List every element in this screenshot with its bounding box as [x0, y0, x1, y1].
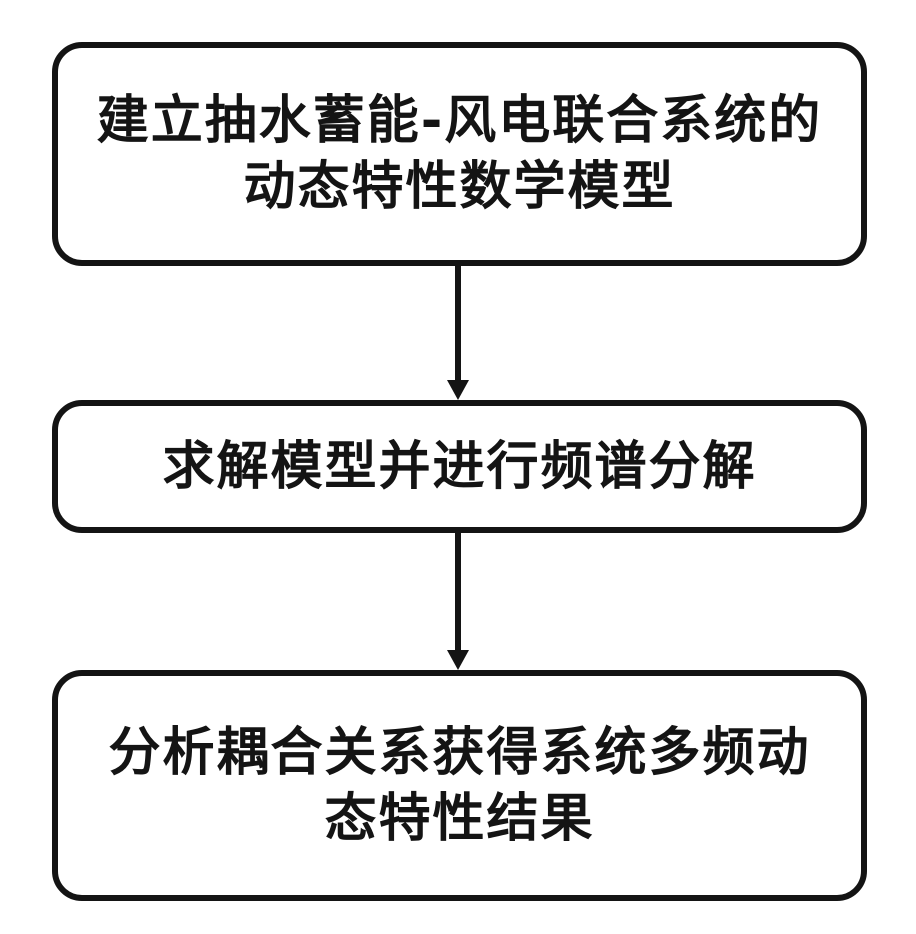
flow-arrow-step1-to-step2: [447, 264, 469, 400]
flow-step-solve-decompose-box: 求解模型并进行频谱分解: [52, 400, 867, 533]
flow-step-solve-decompose-label: 求解模型并进行频谱分解: [162, 436, 757, 497]
flow-arrow-step2-to-step3: [447, 531, 469, 670]
flow-step-build-model-box: 建立抽水蓄能-风电联合系统的 动态特性数学模型: [52, 42, 867, 266]
arrow-head-down-icon: [447, 380, 469, 400]
flow-step-build-model-label: 建立抽水蓄能-风电联合系统的 动态特性数学模型: [96, 91, 823, 217]
flow-step-analyze-results-label: 分析耦合关系获得系统多频动 态特性结果: [108, 722, 811, 849]
arrow-line: [455, 531, 461, 650]
arrow-line: [455, 264, 461, 380]
flow-step-analyze-results-box: 分析耦合关系获得系统多频动 态特性结果: [52, 670, 867, 901]
arrow-head-down-icon: [447, 650, 469, 670]
